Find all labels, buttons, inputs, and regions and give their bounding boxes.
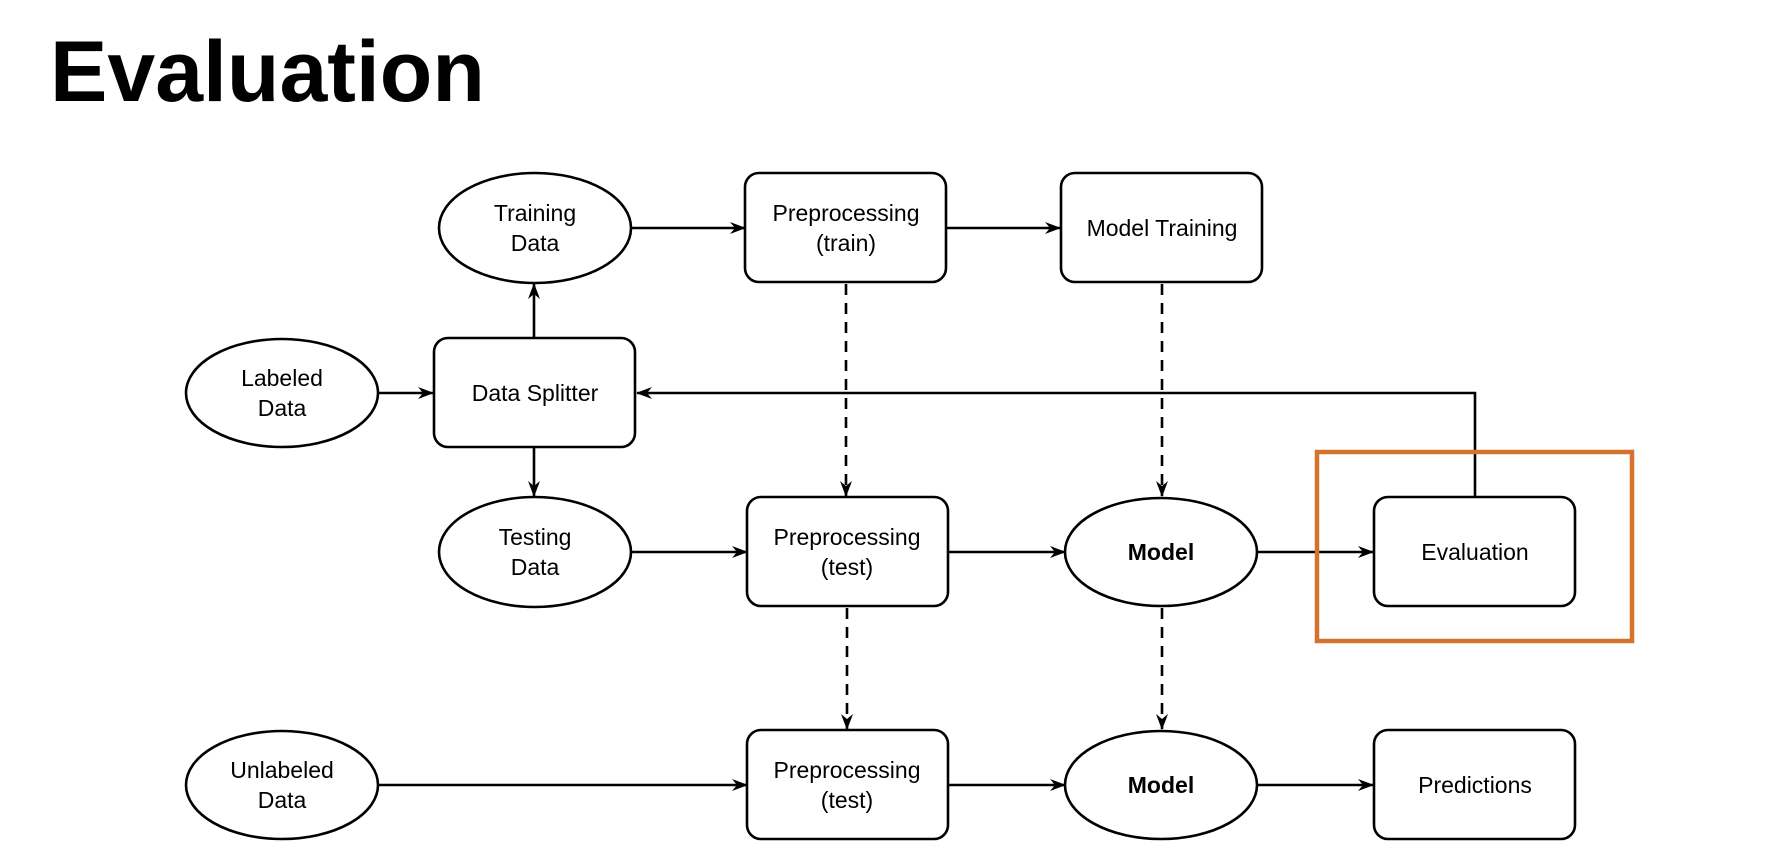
preprocessing-test-node xyxy=(745,495,950,608)
model-training-node xyxy=(1059,171,1264,284)
preprocessing-test-2-node xyxy=(745,728,950,841)
preprocessing-test-label-line1: Preprocessing xyxy=(773,524,920,550)
preprocessing-train-label-line1: Preprocessing xyxy=(772,200,919,226)
testing-data-label-line1: Testing xyxy=(499,524,572,550)
page-title: Evaluation xyxy=(50,24,485,120)
model-training-label: Model Training xyxy=(1087,215,1238,241)
unlabeled-data-node xyxy=(184,729,380,841)
data-splitter-node xyxy=(432,336,637,449)
unlabeled-data-label-line1: Unlabeled xyxy=(230,757,334,783)
labeled-data-node xyxy=(184,337,380,449)
evaluation-node xyxy=(1372,495,1577,608)
predictions-label: Predictions xyxy=(1418,772,1532,798)
evaluation-label: Evaluation xyxy=(1421,539,1528,565)
unlabeled-data-label-line2: Data xyxy=(258,787,307,813)
training-data-node xyxy=(437,171,633,285)
model-2-label: Model xyxy=(1128,772,1194,798)
preprocessing-train-label-line2: (train) xyxy=(816,230,876,256)
model-node xyxy=(1063,496,1259,608)
model-label: Model xyxy=(1128,539,1194,565)
preprocessing-train-node xyxy=(743,171,948,284)
labeled-data-label-line2: Data xyxy=(258,395,307,421)
data-splitter-label: Data Splitter xyxy=(472,380,599,406)
training-data-label-line2: Data xyxy=(511,230,560,256)
training-data-label-line1: Training xyxy=(494,200,576,226)
preprocessing-test-2-label-line1: Preprocessing xyxy=(773,757,920,783)
predictions-node xyxy=(1372,728,1577,841)
model-2-node xyxy=(1063,729,1259,841)
preprocessing-test-2-label-line2: (test) xyxy=(821,787,873,813)
testing-data-node xyxy=(437,495,633,609)
preprocessing-test-label-line2: (test) xyxy=(821,554,873,580)
evaluation-highlight-frame xyxy=(1314,449,1635,644)
labeled-data-label-line1: Labeled xyxy=(241,365,323,391)
arrow-evaluation-feedback-to-splitter xyxy=(636,387,1477,496)
testing-data-label-line2: Data xyxy=(511,554,560,580)
